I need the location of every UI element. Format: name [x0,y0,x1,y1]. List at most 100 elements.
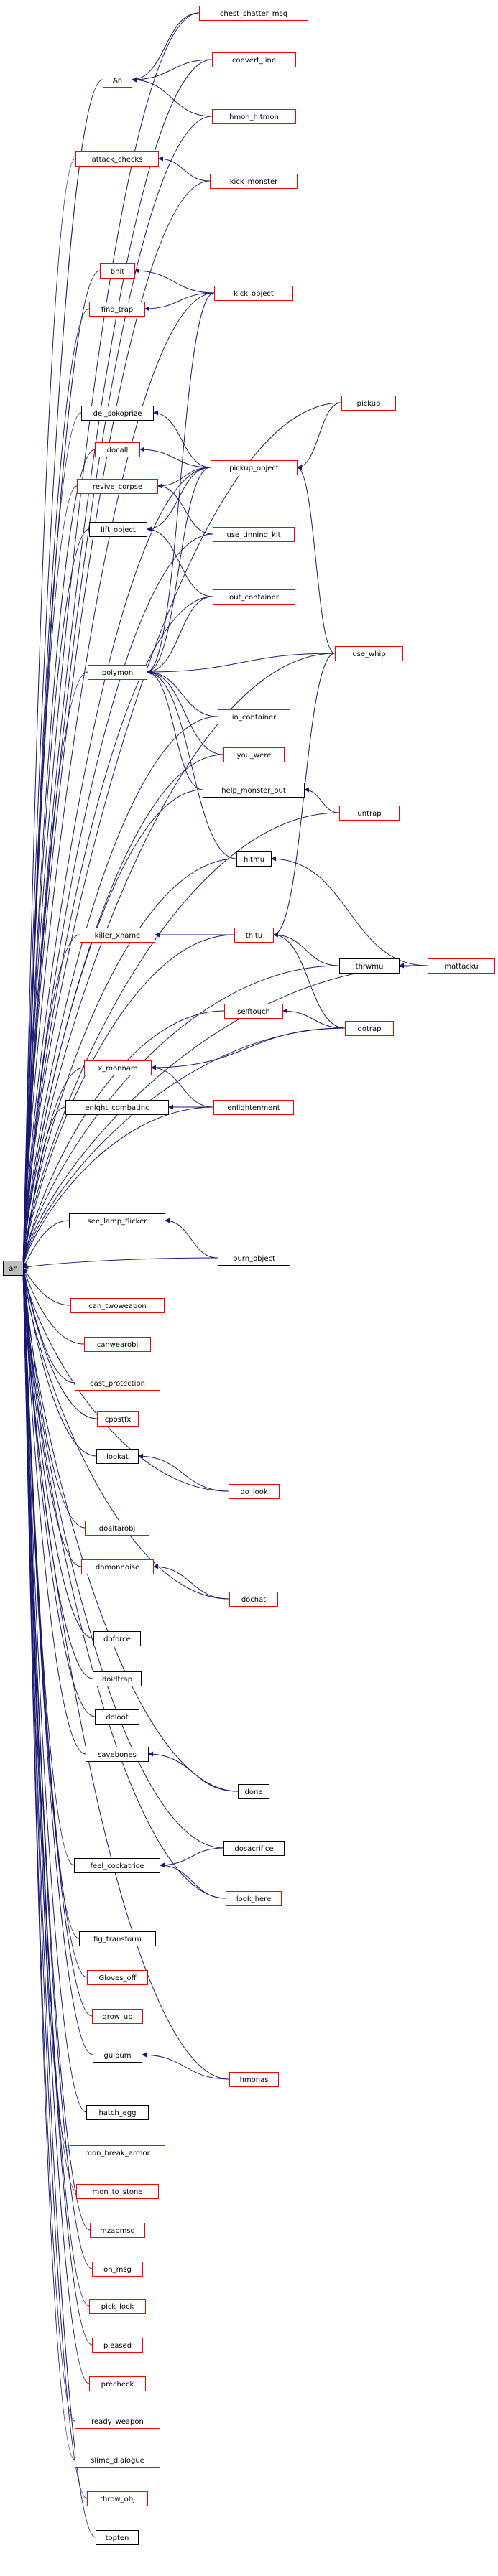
node-mattacku[interactable]: mattacku [428,958,495,974]
node-pick-lock[interactable]: pick_lock [89,2299,146,2314]
node-do-look[interactable]: do_look [229,1484,280,1499]
node-pickup[interactable]: pickup [341,396,396,411]
node-domonnoise[interactable]: domonnoise [81,1559,154,1574]
node-precheck[interactable]: precheck [89,2376,146,2391]
node-fig-transform[interactable]: fig_transform [79,1931,156,1946]
node-hitmu[interactable]: hitmu [236,851,272,867]
node-box [339,958,400,974]
node-box [96,1449,139,1464]
node-done[interactable]: done [238,1784,269,1799]
node-on-msg[interactable]: on_msg [92,2262,143,2277]
node-kick-object[interactable]: kick_object [214,286,293,301]
node-mon-break-armor[interactable]: mon_break_armor [70,2145,165,2160]
node-pleased[interactable]: pleased [92,2338,143,2353]
node-box [236,851,272,867]
edge-pickup_object-to-polymon [146,467,211,675]
node-hatch-egg[interactable]: hatch_egg [86,2105,149,2120]
node-enlght-combatinc[interactable]: enlght_combatinc [65,1100,169,1115]
node-box [92,2338,143,2353]
node-burn-object[interactable]: burn_object [218,1251,290,1266]
node-use-whip[interactable]: use_whip [335,646,403,661]
node-box [212,109,296,124]
edge-hitmu-to-polymon [146,669,237,859]
node-lookat[interactable]: lookat [96,1449,139,1464]
node-out-container[interactable]: out_container [213,589,295,605]
node-cpostfx[interactable]: cpostfx [97,1411,139,1427]
node-label: gulpum [104,2052,132,2060]
node-box [74,1858,160,1873]
node-pickup-object[interactable]: pickup_object [211,460,298,475]
node-box [85,1521,149,1536]
node-lift-object[interactable]: lift_object [89,522,147,537]
node-doforce[interactable]: doforce [93,1631,141,1646]
node-revive-corpse[interactable]: revive_corpse [77,479,158,494]
node-slime-dialogue[interactable]: slime_dialogue [75,2453,160,2468]
node-see-lamp-flicker[interactable]: see_lamp_flicker [69,1213,165,1228]
node-del-sokoprize[interactable]: del_sokoprize [81,406,154,421]
node-thitu[interactable]: thitu [234,928,274,943]
node-box [86,1747,149,1762]
node-you-were[interactable]: you_were [223,747,285,762]
node-dosacrifice[interactable]: dosacrifice [223,1841,285,1856]
node-bhit[interactable]: bhit [100,263,135,279]
node-label: polymon [102,669,133,677]
node-label: dotrap [358,1025,382,1033]
node-box [96,2530,139,2545]
node-hmonas[interactable]: hmonas [229,2072,279,2087]
node-label: ready_weapon [91,2418,144,2426]
node-untrap[interactable]: untrap [339,806,400,821]
node-label: in_container [232,714,277,722]
node-docall[interactable]: docall [95,442,140,457]
node-gloves-off[interactable]: Gloves_off [87,1970,148,1985]
node-canwearobj[interactable]: canwearobj [84,1337,151,1352]
node-find-trap[interactable]: find_trap [89,302,145,317]
node-label: lookat [106,1453,129,1461]
node-polymon[interactable]: polymon [88,665,147,680]
node-chest-shatter-msg[interactable]: chest_shatter_msg [199,6,308,21]
edge-mon_break_armor-to-an [20,1267,70,2153]
node-killer-xname[interactable]: killer_xname [80,928,155,943]
node-label: Gloves_off [99,1974,137,1982]
edge-hmon_hitmon-to-an [20,116,213,1269]
edge-doloot-to-an [20,1267,96,1717]
node-hmon-hitmon[interactable]: hmon_hitmon [212,109,296,124]
node-doloot[interactable]: doloot [95,1709,139,1725]
node-cast-protection[interactable]: cast_protection [75,1376,160,1391]
node-savebones[interactable]: savebones [86,1747,149,1762]
edge-look_here-to-feel_cockatrice [159,1862,226,1899]
node-attack-checks[interactable]: attack_checks [75,151,159,167]
node-box [79,1931,156,1946]
node-selftouch[interactable]: selftouch [224,1004,283,1019]
node-an[interactable]: An [103,73,132,88]
node-an[interactable]: an [3,1261,24,1276]
node-throw-obj[interactable]: throw_obj [87,2491,148,2506]
node-grow-up[interactable]: grow_up [92,2009,143,2024]
node-mzapmsg[interactable]: mzapmsg [90,2223,145,2238]
node-thrwmu[interactable]: thrwmu [339,958,400,974]
node-convert-line[interactable]: convert_line [212,52,296,67]
node-label: you_were [237,752,272,760]
node-label: untrap [357,810,381,818]
node-feel-cockatrice[interactable]: feel_cockatrice [74,1858,160,1873]
node-label: attack_checks [92,156,143,164]
node-mon-to-stone[interactable]: mon_to_stone [76,2184,159,2199]
node-use-tinning-kit[interactable]: use_tinning_kit [213,527,295,542]
node-in-container[interactable]: in_container [218,709,290,724]
node-topten[interactable]: topten [96,2530,139,2545]
node-ready-weapon[interactable]: ready_weapon [75,2414,160,2429]
node-can-twoweapon[interactable]: can_twoweapon [70,1298,165,1313]
node-help-monster-out[interactable]: help_monster_out [203,783,305,798]
node-doaltarobj[interactable]: doaltarobj [85,1521,149,1536]
node-gulpum[interactable]: gulpum [93,2048,142,2063]
node-x-monnam[interactable]: x_monnam [84,1060,152,1075]
node-look-here[interactable]: look_here [226,1891,282,1906]
edge-hmon_hitmon-to-An [131,77,213,117]
node-enlightenment[interactable]: enlightenment [213,1100,294,1115]
node-dochat[interactable]: dochat [229,1592,278,1607]
node-box [345,1021,394,1036]
node-label: enlightenment [227,1104,280,1112]
node-doidtrap[interactable]: doidtrap [93,1671,142,1686]
node-label: doidtrap [102,1676,132,1684]
node-dotrap[interactable]: dotrap [345,1021,394,1036]
node-kick-monster[interactable]: kick_monster [210,174,298,189]
